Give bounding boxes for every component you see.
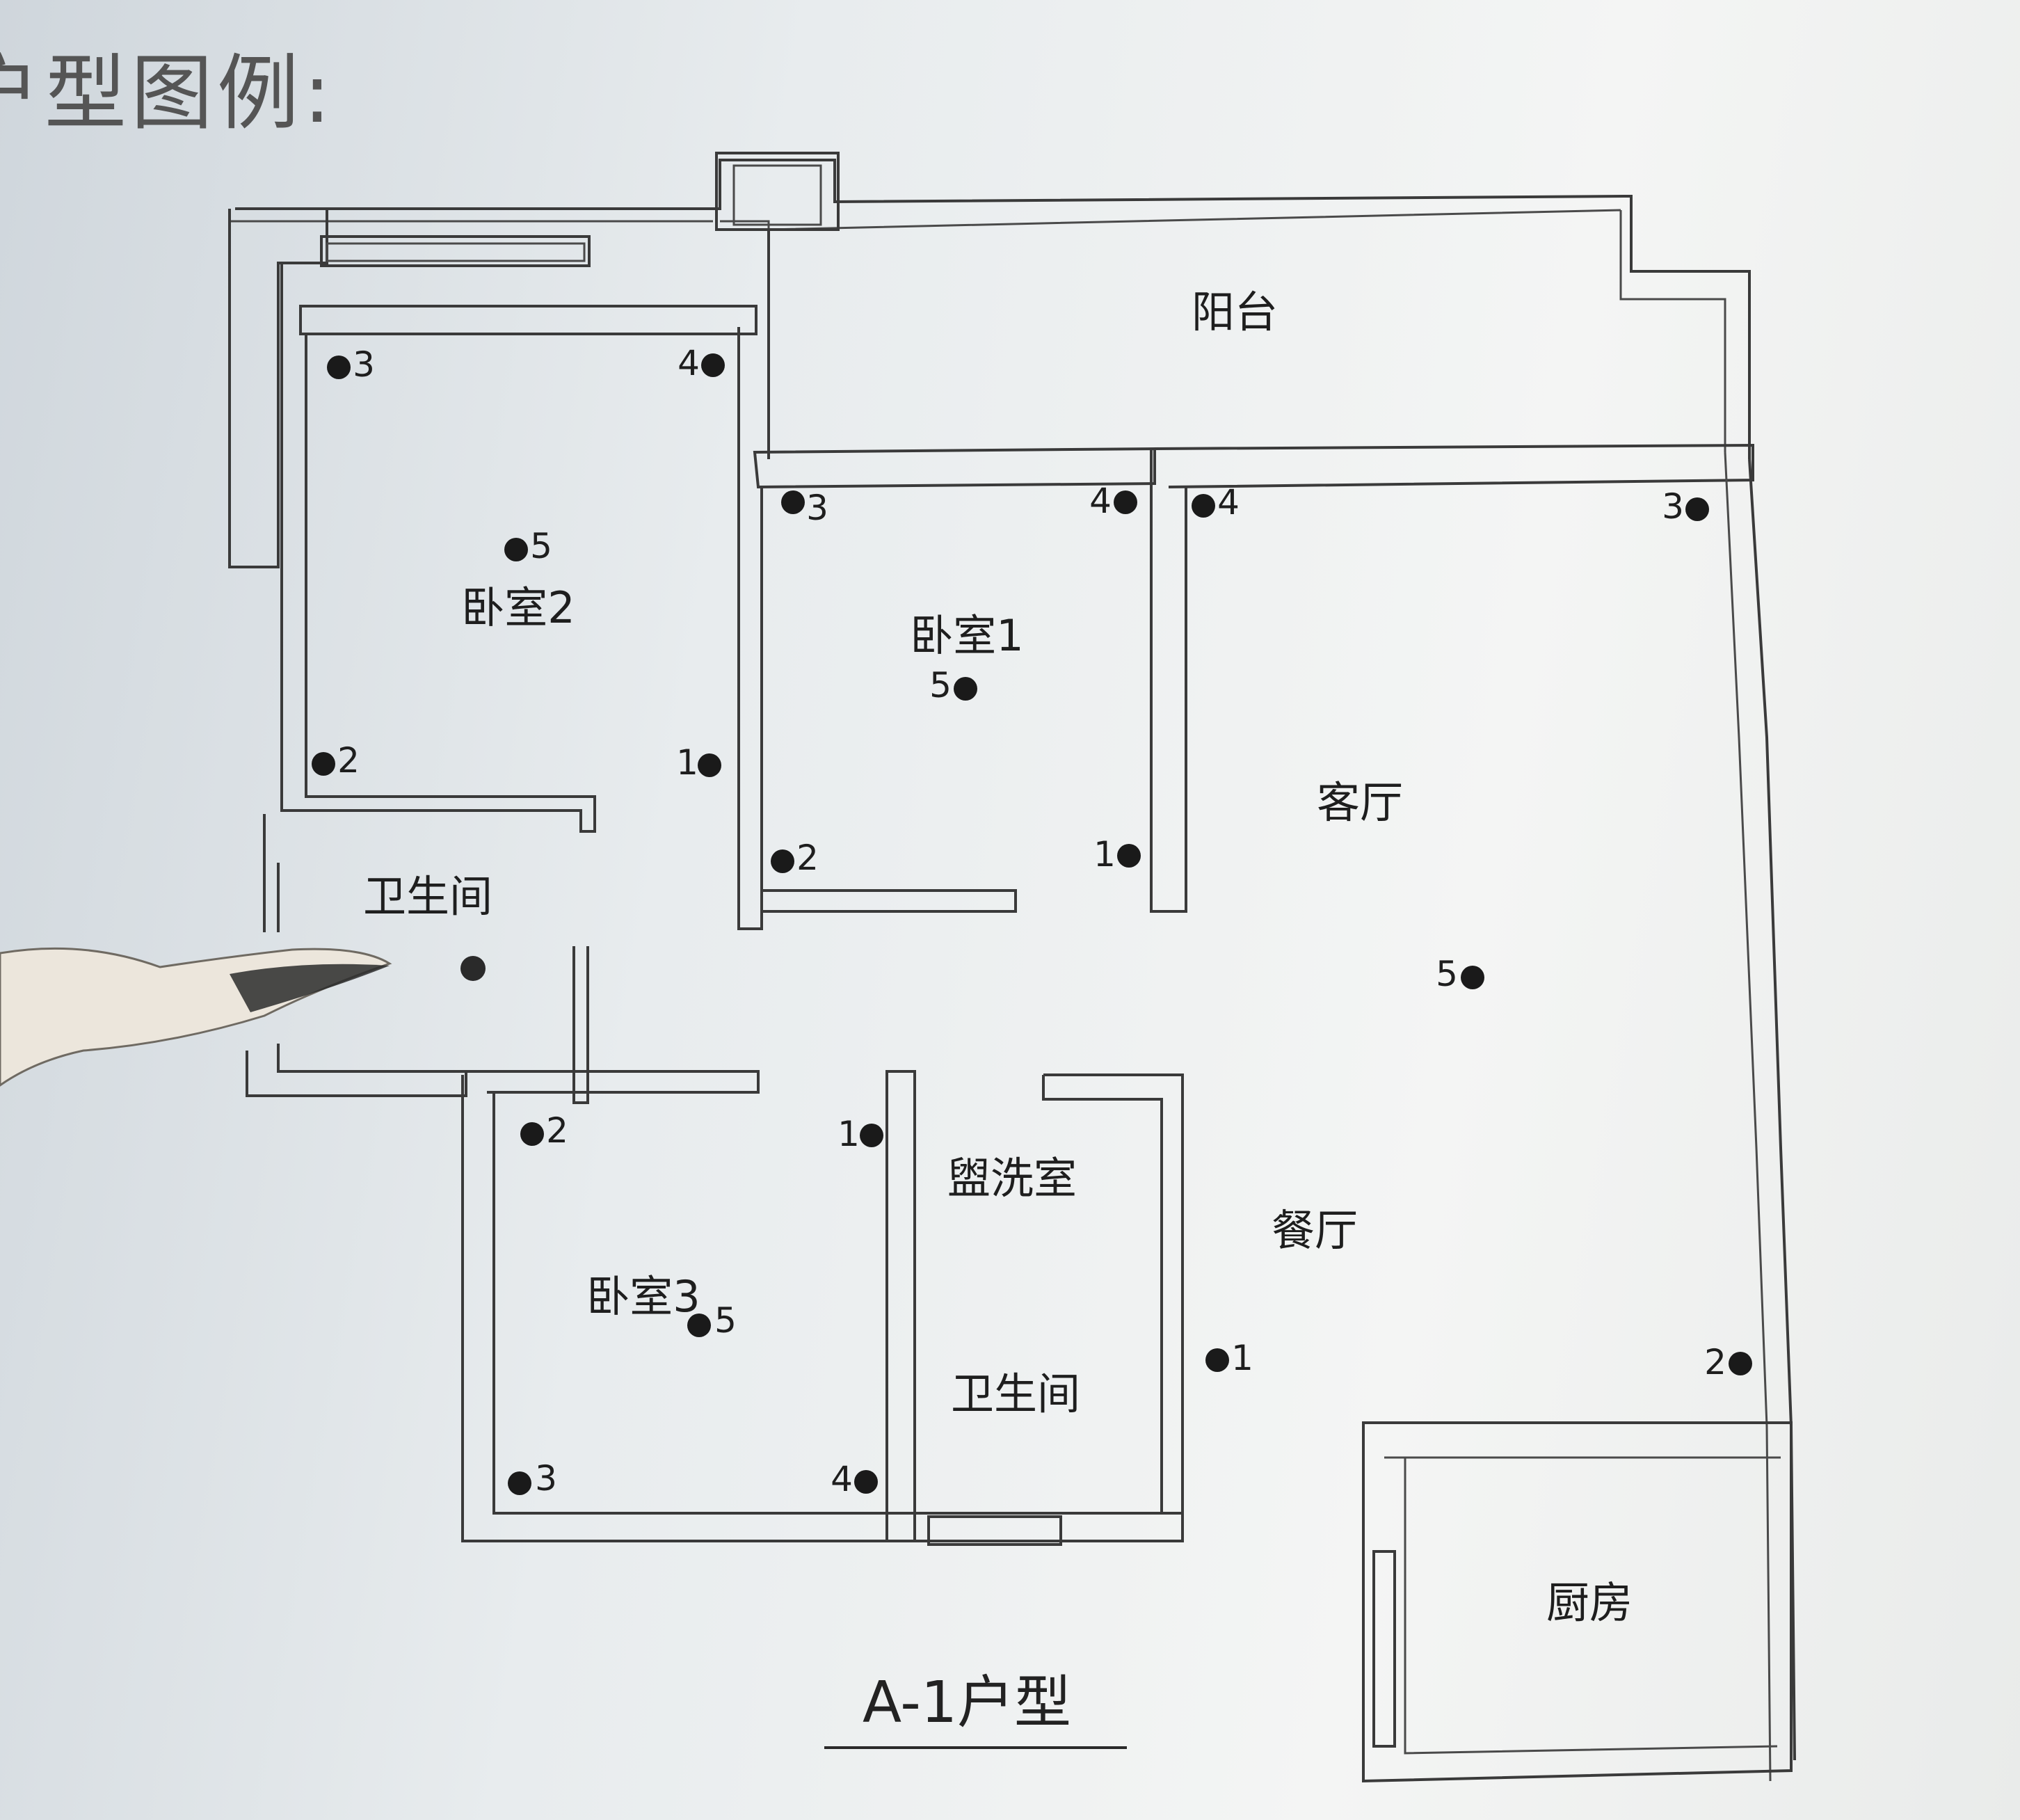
wall-bedroom1-bottom	[762, 889, 1017, 913]
wall-bedroom1-top	[753, 447, 1156, 489]
room-label-bathroom-left: 卫生间	[363, 871, 492, 922]
point-dot	[1205, 1348, 1229, 1372]
point-label: 5	[929, 665, 952, 705]
point-label: 4	[1217, 482, 1240, 522]
room-label-bedroom1: 卧室1	[910, 610, 1023, 661]
wall-bedroom2-right	[737, 327, 763, 930]
point-label: 2	[796, 838, 819, 878]
wall-bathroom-left-window	[263, 814, 280, 932]
point-dot	[771, 849, 794, 873]
point-label: 2	[1704, 1342, 1726, 1382]
window-bedroom2-inner	[326, 242, 586, 262]
wall-bedroom2-bottom	[292, 334, 596, 833]
room-label-bedroom3: 卧室3	[586, 1271, 700, 1322]
point-dot	[1729, 1352, 1752, 1375]
room-label-balcony: 阳台	[1192, 287, 1278, 337]
outer-wall-top-inner	[230, 209, 1726, 452]
wall-kitchen-outer	[1362, 1421, 1793, 1783]
point-label: 3	[535, 1458, 557, 1499]
point-dot	[520, 1122, 544, 1146]
point-label: 2	[337, 740, 360, 781]
room-label-kitchen: 厨房	[1546, 1577, 1633, 1628]
wall-bedroom3-right	[885, 1070, 916, 1542]
point-dot	[1685, 497, 1709, 521]
point-dot	[312, 752, 335, 776]
window-bathroom-lower	[927, 1515, 1062, 1546]
wall-bathroom-left-bottom	[246, 1044, 467, 1097]
point-dot	[860, 1124, 883, 1147]
wall-bedroom1-right	[1150, 449, 1187, 913]
wall-bathroom-left-stub	[572, 946, 589, 1104]
window-kitchen	[1372, 1550, 1396, 1748]
plan-legend-heading: 户型图例:	[0, 45, 335, 141]
outer-wall-top	[235, 159, 1751, 459]
point-dot	[854, 1470, 878, 1494]
chimney-box	[715, 152, 840, 231]
paper-stain	[460, 956, 486, 981]
point-label: 1	[837, 1114, 860, 1154]
point-label: 4	[831, 1459, 853, 1499]
wall-bedroom3-outer	[461, 1075, 1184, 1542]
point-dot	[508, 1471, 531, 1495]
point-dot	[954, 677, 977, 701]
point-label: 3	[806, 488, 828, 528]
point-dot	[701, 353, 725, 377]
room-label-bedroom2: 卧室2	[461, 582, 575, 633]
chimney-box-inner	[732, 164, 822, 226]
outer-wall-right-inner	[1724, 452, 1772, 1782]
walls	[228, 152, 1796, 1783]
wall-kitchen-inner	[1384, 1456, 1781, 1755]
point-label: 5	[714, 1300, 737, 1341]
room-labels: 阳台 卧室2 卧室1 卫生间 客厅 盥洗室 餐厅 卧室3 卫生间 厨房	[363, 287, 1633, 1628]
point-label: 2	[546, 1110, 568, 1151]
measurement-points: 3 4 5 2 1 3 4 5 2 1 4 3 5 1 2 2 1	[312, 343, 1752, 1499]
point-dot	[698, 753, 721, 777]
plan-caption: A-1户型	[863, 1670, 1071, 1736]
point-label: 5	[530, 526, 552, 566]
room-label-living-room: 客厅	[1317, 777, 1403, 828]
tissue-shadow	[230, 964, 390, 1012]
wall-living-top	[1154, 443, 1754, 488]
point-label: 3	[1662, 486, 1684, 527]
point-label: 4	[1089, 481, 1112, 521]
point-dot	[1461, 966, 1484, 989]
window-bedroom2	[320, 235, 591, 267]
point-dot	[1114, 490, 1137, 514]
point-label: 1	[1093, 834, 1116, 875]
room-label-bathroom-lower: 卫生间	[951, 1368, 1080, 1419]
point-label: 3	[353, 344, 375, 385]
outer-wall-left-mid	[280, 263, 296, 812]
outer-wall-left-upper	[228, 209, 328, 568]
point-dot	[781, 490, 805, 514]
point-dot	[327, 356, 351, 379]
point-label: 1	[1231, 1338, 1253, 1378]
room-label-dining-room: 餐厅	[1272, 1205, 1358, 1256]
wall-bedroom2-top	[299, 305, 758, 335]
wall-bedroom3-top	[466, 1070, 760, 1094]
point-label: 4	[678, 343, 700, 383]
outer-wall-right	[1748, 458, 1796, 1761]
room-label-washroom: 盥洗室	[947, 1153, 1077, 1204]
point-dot	[1117, 844, 1141, 868]
wall-washroom-right	[1042, 1073, 1184, 1541]
point-label: 1	[676, 742, 698, 783]
point-dot	[687, 1314, 711, 1337]
point-label: 5	[1436, 954, 1458, 994]
point-dot	[1192, 494, 1215, 518]
point-dot	[504, 538, 528, 561]
